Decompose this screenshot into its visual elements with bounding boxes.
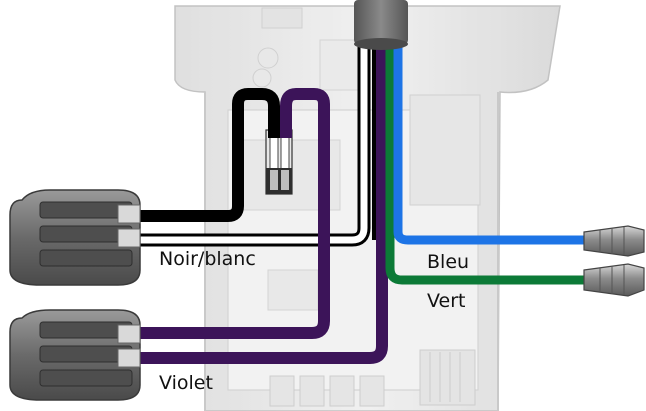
label-bleu: Bleu [427,251,470,273]
wire-connector-icon [9,309,141,401]
wire-green [385,40,590,285]
wire-black [135,88,280,222]
label-noir-blanc: Noir/blanc [159,248,256,270]
terminal-block-icon [265,129,293,195]
wire-cap-icon [583,263,645,297]
label-violet: Violet [159,372,213,394]
cable-jacket-icon [354,0,408,50]
wire-cap-icon [583,225,645,257]
wire-violet-lower [135,40,388,364]
wire-violet-upper [135,88,330,339]
wire-blue [393,40,590,245]
label-vert: Vert [427,290,466,312]
wire-connector-icon [9,189,141,286]
